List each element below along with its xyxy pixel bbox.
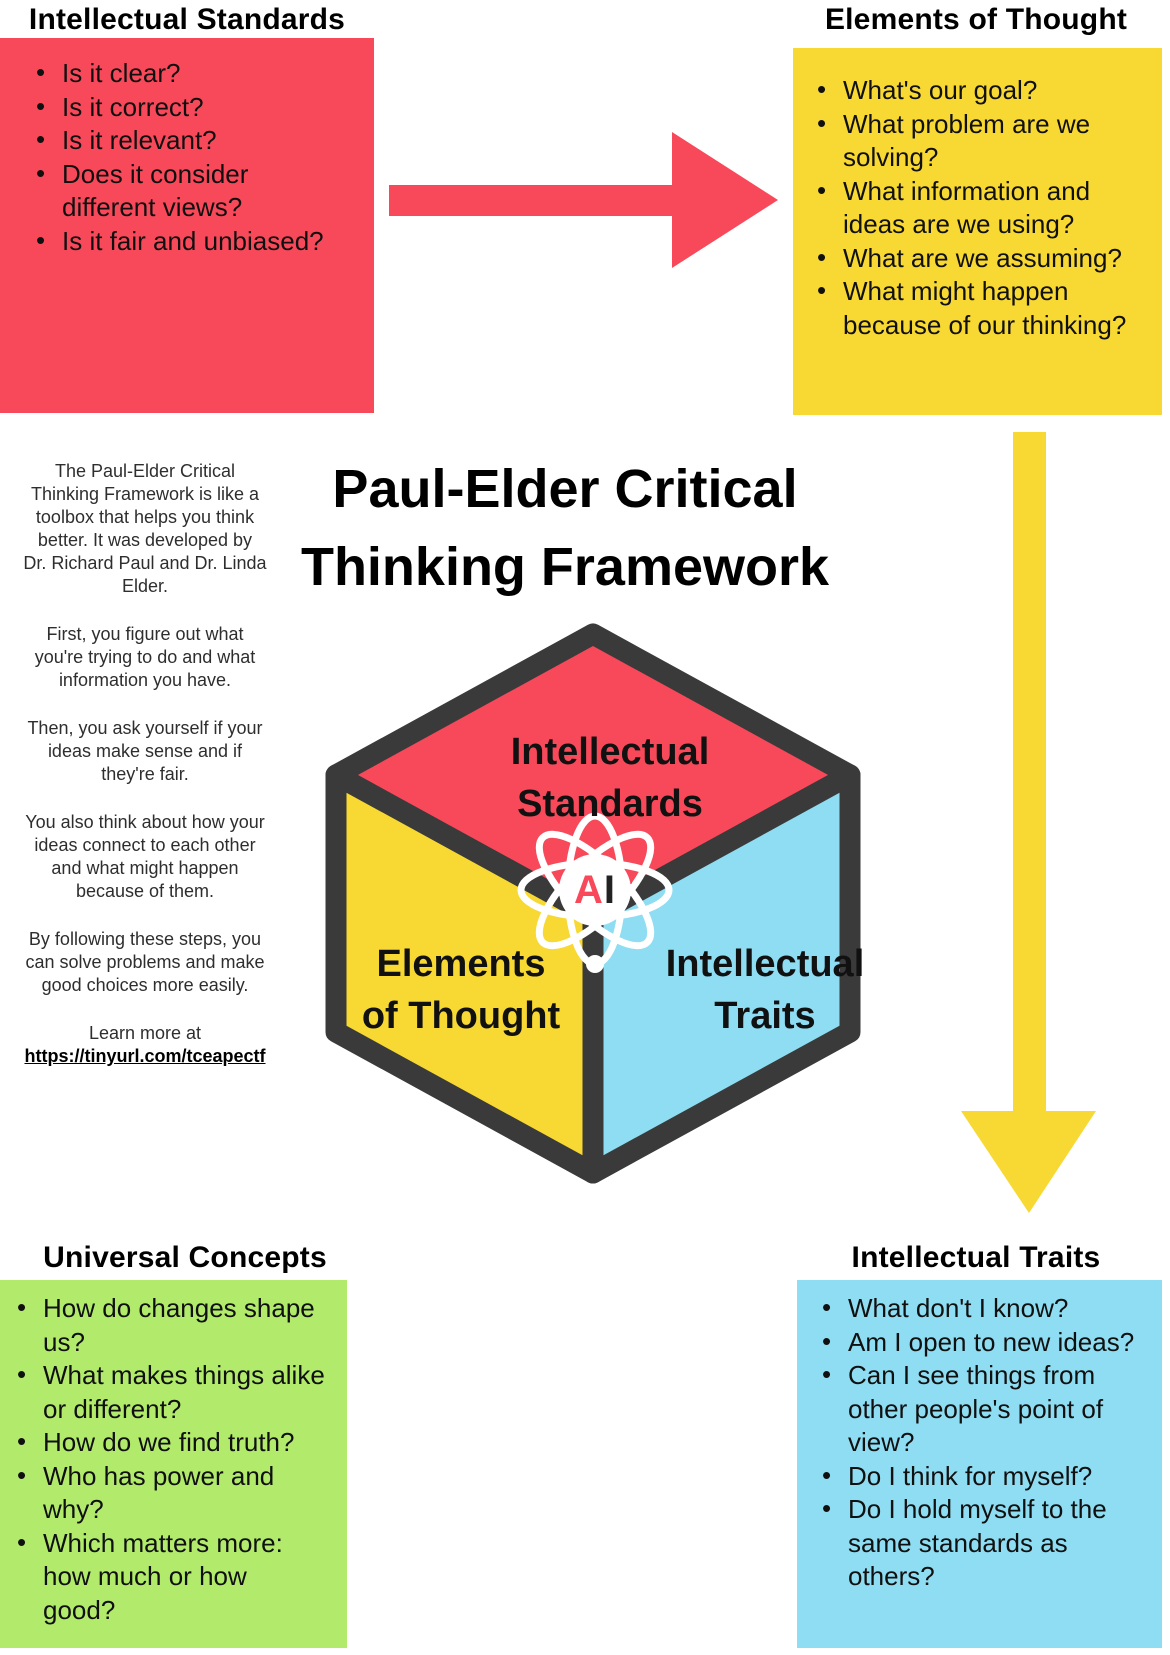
intellectual-standards-list: Is it clear?Is it correct?Is it relevant… — [0, 38, 374, 258]
atom-electron-dot — [586, 955, 604, 973]
universal-concepts-item: What makes things alike or different? — [17, 1358, 343, 1426]
intellectual-traits-item: Do I think for myself? — [822, 1459, 1156, 1494]
cube-top-face-label: Intellectual Standards — [460, 726, 760, 830]
universal-concepts-item: Who has power and why? — [17, 1459, 343, 1527]
intellectual-traits-heading: Intellectual Traits — [851, 1241, 1101, 1274]
cube-left-label-line1: Elements — [376, 943, 546, 985]
intro-paragraph: Then, you ask yourself if your ideas mak… — [27, 718, 263, 784]
cube-top-label-line1: Intellectual — [510, 731, 710, 773]
universal-concepts-heading: Universal Concepts — [43, 1241, 327, 1274]
intro-paragraphs: The Paul-Elder Critical Thinking Framewo… — [0, 460, 290, 997]
elements-of-thought-item: What information and ideas are we using? — [817, 174, 1154, 242]
universal-concepts-list: How do changes shape us?What makes thing… — [0, 1280, 347, 1627]
intellectual-standards-heading: Intellectual Standards — [28, 3, 346, 36]
elements-of-thought-box: What's our goal?What problem are we solv… — [793, 48, 1162, 415]
intellectual-traits-item: Am I open to new ideas? — [822, 1325, 1156, 1360]
intellectual-traits-item: Do I hold myself to the same standards a… — [822, 1492, 1156, 1594]
page-title: Paul-Elder Critical Thinking Framework — [220, 450, 910, 606]
ai-letter-a: A — [573, 868, 604, 912]
page-title-line1: Paul-Elder Critical — [332, 459, 798, 519]
intro-text-column: The Paul-Elder Critical Thinking Framewo… — [0, 460, 290, 1068]
ai-atom-icon — [517, 812, 673, 973]
intellectual-traits-list: What don't I know?Am I open to new ideas… — [797, 1280, 1162, 1594]
universal-concepts-item: How do changes shape us? — [17, 1291, 343, 1359]
elements-of-thought-heading: Elements of Thought — [824, 3, 1128, 36]
right-arrow — [389, 132, 778, 268]
tinyurl-link[interactable]: https://tinyurl.com/tceapectf — [24, 1046, 266, 1066]
intellectual-standards-item: Is it correct? — [36, 90, 364, 125]
cube-right-face-label: Intellectual Traits — [615, 938, 915, 1042]
intellectual-standards-item: Is it relevant? — [36, 123, 364, 158]
intellectual-standards-item: Is it clear? — [36, 56, 364, 91]
universal-concepts-item: How do we find truth? — [17, 1425, 343, 1460]
elements-of-thought-list: What's our goal?What problem are we solv… — [793, 48, 1162, 342]
elements-of-thought-item: What's our goal? — [817, 73, 1154, 108]
cube-right-label-line1: Intellectual — [665, 943, 865, 985]
learn-more-block: Learn more at https://tinyurl.com/tceape… — [0, 1022, 290, 1068]
universal-concepts-item: Which matters more: how much or how good… — [17, 1526, 343, 1628]
cube-top-label-line2: Standards — [517, 783, 703, 825]
intro-paragraph: By following these steps, you can solve … — [25, 929, 265, 995]
universal-concepts-box: How do changes shape us?What makes thing… — [0, 1280, 347, 1648]
framework-cube — [325, 623, 861, 1184]
intellectual-standards-box: Is it clear?Is it correct?Is it relevant… — [0, 38, 374, 413]
page-title-line2: Thinking Framework — [300, 537, 830, 597]
learn-more-label: Learn more at — [88, 1023, 202, 1043]
intellectual-traits-item: What don't I know? — [822, 1291, 1156, 1326]
cube-right-face — [582, 764, 861, 1184]
cube-left-face-label: Elements of Thought — [311, 938, 611, 1042]
cube-right-label-line2: Traits — [714, 995, 816, 1037]
intellectual-traits-box: What don't I know?Am I open to new ideas… — [797, 1280, 1162, 1648]
cube-left-label-line2: of Thought — [361, 995, 561, 1037]
intellectual-traits-item: Can I see things from other people's poi… — [822, 1358, 1156, 1460]
elements-of-thought-item: What are we assuming? — [817, 241, 1154, 276]
down-arrow — [961, 432, 1096, 1213]
ai-label: AI — [545, 869, 645, 911]
intro-paragraph: First, you figure out what you're trying… — [34, 624, 256, 690]
intellectual-standards-item: Does it consider different views? — [36, 157, 364, 225]
elements-of-thought-item: What might happen because of our thinkin… — [817, 274, 1154, 342]
intellectual-standards-item: Is it fair and unbiased? — [36, 224, 364, 259]
atom-nucleus — [559, 854, 631, 926]
intro-paragraph: The Paul-Elder Critical Thinking Framewo… — [23, 461, 267, 596]
ai-letter-i: I — [603, 868, 616, 912]
elements-of-thought-item: What problem are we solving? — [817, 107, 1154, 175]
intro-paragraph: You also think about how your ideas conn… — [25, 812, 265, 901]
